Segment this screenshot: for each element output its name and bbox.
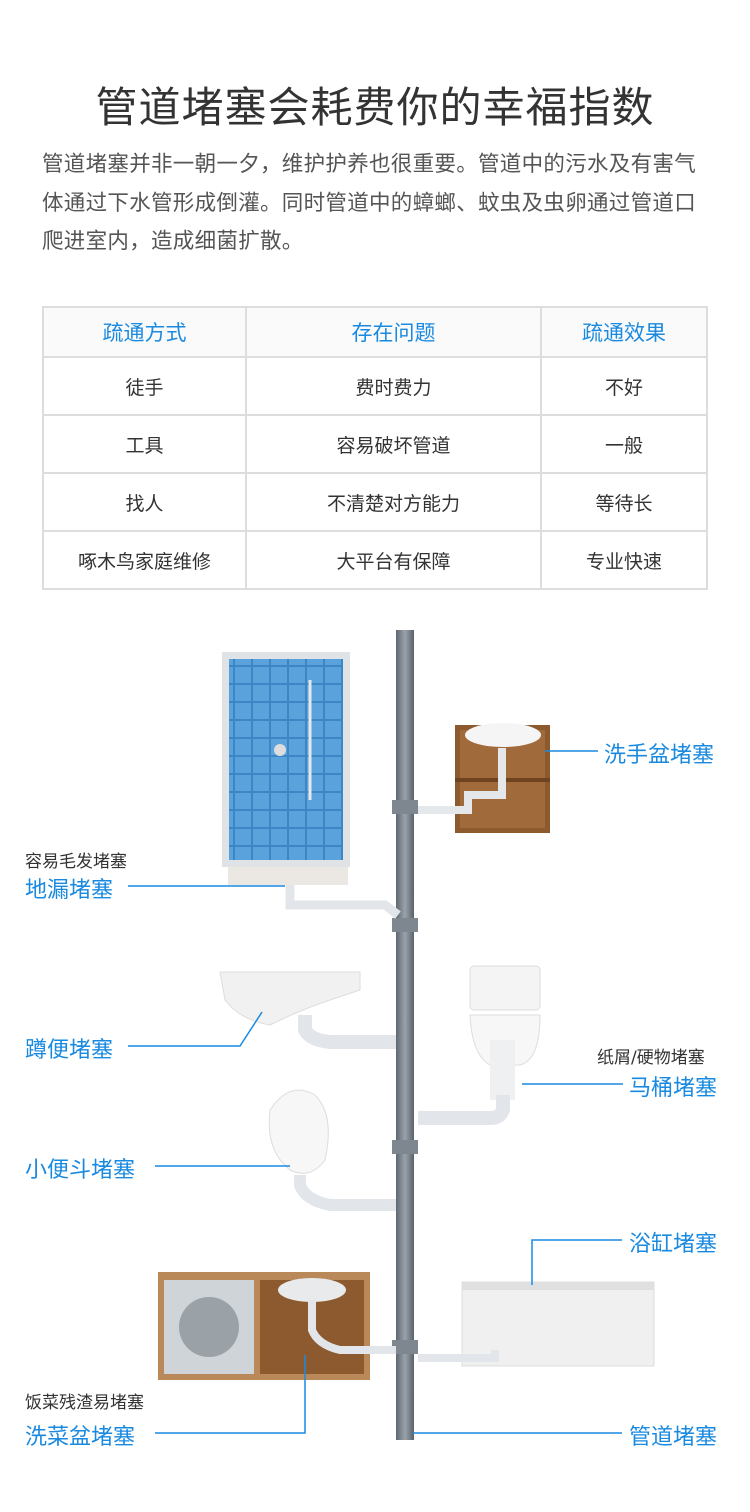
basin-illustration xyxy=(418,723,550,833)
cell: 徒手 xyxy=(42,356,247,416)
label-toilet: 马桶堵塞 xyxy=(629,1076,718,1101)
cell: 费时费力 xyxy=(245,356,542,416)
header-method: 疏通方式 xyxy=(42,306,247,358)
label-floor-drain: 地漏堵塞 xyxy=(25,878,114,903)
table-row: 工具容易破坏管道一般 xyxy=(42,414,708,474)
table-row: 徒手费时费力不好 xyxy=(42,356,708,416)
table-row: 找人不清楚对方能力等待长 xyxy=(42,472,708,532)
label-squat: 蹲便堵塞 xyxy=(25,1038,114,1063)
leader-lines xyxy=(128,750,623,1434)
bathtub-illustration xyxy=(418,1281,655,1367)
label-basin: 洗手盆堵塞 xyxy=(604,743,715,768)
intro-paragraph: 管道堵塞并非一朝一夕，维护护养也很重要。管道中的污水及有害气体通过下水管形成倒灌… xyxy=(42,152,697,254)
cell: 不好 xyxy=(540,356,708,416)
comparison-table: 疏通方式 存在问题 疏通效果 徒手费时费力不好 工具容易破坏管道一般 找人不清楚… xyxy=(42,306,708,590)
kitchen-sink-illustration xyxy=(158,1272,396,1380)
note-toilet: 纸屑/硬物堵塞 xyxy=(597,1048,705,1068)
cell: 等待长 xyxy=(540,472,708,532)
header-problem: 存在问题 xyxy=(245,306,542,358)
page-title: 管道堵塞会耗费你的幸福指数 xyxy=(95,83,655,132)
label-pipe: 管道堵塞 xyxy=(629,1425,718,1450)
main-pipe xyxy=(396,630,414,1440)
label-sink: 洗菜盆堵塞 xyxy=(25,1425,136,1450)
cell: 专业快速 xyxy=(540,530,708,590)
shower-illustration xyxy=(222,652,350,885)
table-header-row: 疏通方式 存在问题 疏通效果 xyxy=(42,306,708,358)
cell: 容易破坏管道 xyxy=(245,414,542,474)
note-floor-drain: 容易毛发堵塞 xyxy=(25,852,127,872)
urinal-illustration xyxy=(268,1089,396,1211)
label-urinal: 小便斗堵塞 xyxy=(25,1158,136,1183)
plumbing-diagram xyxy=(128,630,655,1440)
squat-toilet-illustration xyxy=(219,971,396,1049)
note-sink: 饭菜残渣易堵塞 xyxy=(25,1393,144,1413)
cell: 不清楚对方能力 xyxy=(245,472,542,532)
cell: 一般 xyxy=(540,414,708,474)
label-bathtub: 浴缸堵塞 xyxy=(629,1232,718,1257)
toilet-illustration xyxy=(418,965,541,1125)
cell: 啄木鸟家庭维修 xyxy=(42,530,247,590)
table-row: 啄木鸟家庭维修大平台有保障专业快速 xyxy=(42,530,708,590)
cell: 找人 xyxy=(42,472,247,532)
cell: 工具 xyxy=(42,414,247,474)
cell: 大平台有保障 xyxy=(245,530,542,590)
header-effect: 疏通效果 xyxy=(540,306,708,358)
